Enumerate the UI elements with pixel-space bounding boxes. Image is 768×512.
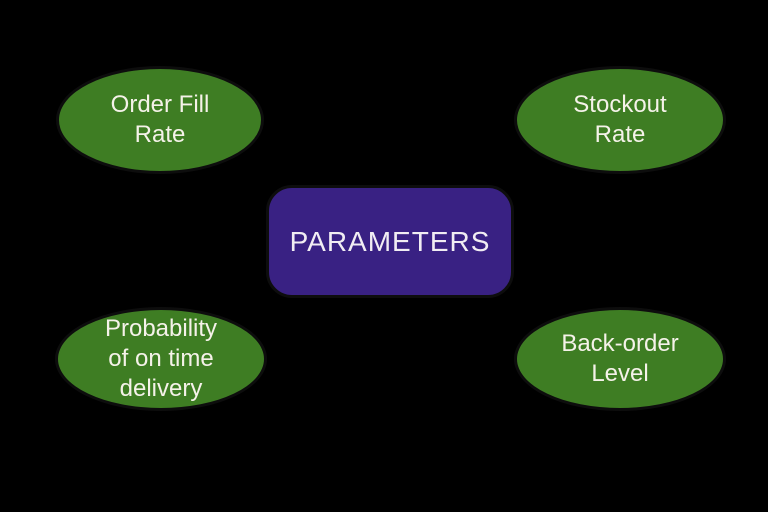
node-parameters-label: PARAMETERS xyxy=(289,225,491,257)
node-back-order-level-label: Back-order Level xyxy=(561,330,679,387)
node-back-order-level: Back-order Level xyxy=(514,307,726,411)
node-order-fill-rate: Order Fill Rate xyxy=(56,66,264,174)
node-probability-of-on-time-delivery-label: Probability of on time delivery xyxy=(104,315,218,402)
node-stockout-rate-label: Stockout Rate xyxy=(573,91,667,148)
node-stockout-rate: Stockout Rate xyxy=(514,66,726,174)
node-order-fill-rate-label: Order Fill Rate xyxy=(110,91,210,148)
node-probability-of-on-time-delivery: Probability of on time delivery xyxy=(55,307,267,411)
node-parameters-center: PARAMETERS xyxy=(266,185,514,298)
